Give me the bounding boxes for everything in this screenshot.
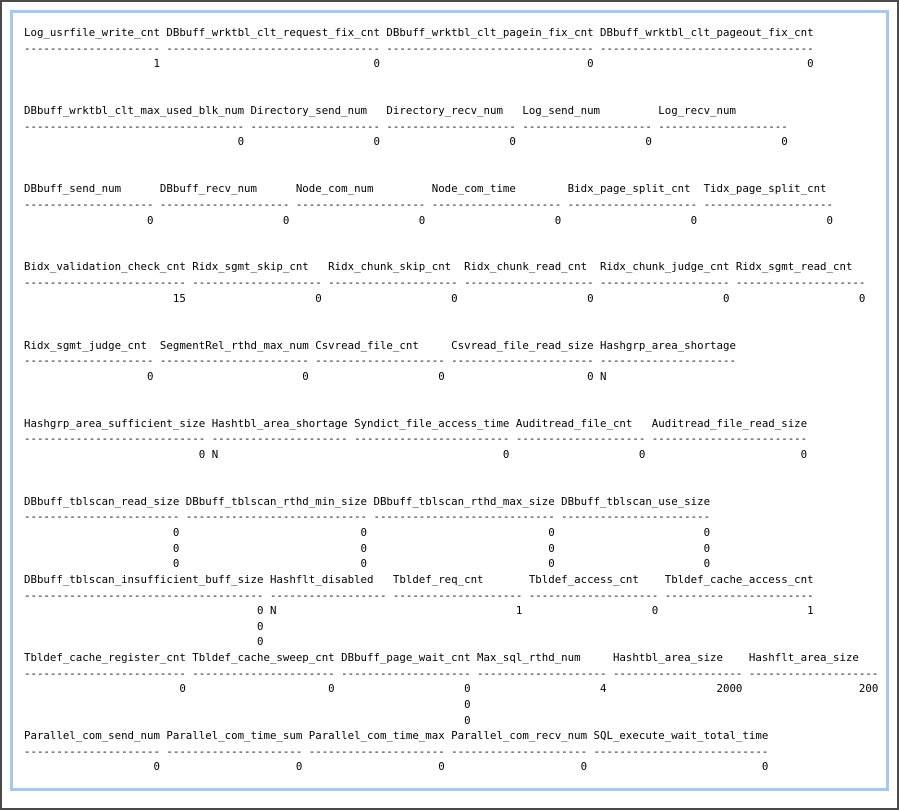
stats-panel: Log_usrfile_write_cnt DBbuff_wrktbl_clt_… [10, 10, 889, 791]
values-line: 0 [24, 619, 264, 633]
blank-line [24, 322, 878, 338]
values-line: 0 0 0 0 [24, 557, 711, 571]
blank-line [24, 384, 878, 400]
values-line: 0 0 0 0 N [24, 369, 607, 383]
values-line: 0 N 1 0 1 [24, 604, 814, 618]
column-headers-line: Hashgrp_area_sufficient_size Hashtbl_are… [24, 416, 808, 430]
blank-line [24, 463, 878, 479]
values-line: 15 0 0 0 0 0 [24, 291, 866, 305]
blank-line [24, 478, 878, 494]
column-headers-line: DBbuff_tblscan_read_size DBbuff_tblscan_… [24, 494, 711, 508]
values-line: 1 0 0 0 [24, 57, 814, 71]
column-headers-line: DBbuff_wrktbl_clt_max_used_blk_num Direc… [24, 104, 736, 118]
values-line: 0 [24, 713, 471, 727]
blank-line [24, 72, 878, 88]
column-headers-line: Parallel_com_send_num Parallel_com_time_… [24, 729, 769, 743]
separator-line: ------------------------- --------------… [24, 276, 866, 289]
blank-line [24, 150, 878, 166]
column-headers-line: Bidx_validation_check_cnt Ridx_sgmt_skip… [24, 260, 853, 274]
column-headers-line: Tbldef_cache_register_cnt Tbldef_cache_s… [24, 651, 859, 664]
blank-line [24, 166, 878, 182]
separator-line: --------------------- ------------------… [24, 744, 769, 758]
blank-line [24, 244, 878, 260]
separator-line: ------------------------- --------------… [24, 666, 879, 680]
values-line: 0 0 0 0 0 [24, 135, 788, 149]
blank-line [24, 306, 878, 322]
blank-line [24, 400, 878, 416]
separator-line: -------------------- -------------------… [24, 354, 736, 368]
values-line: 0 [24, 697, 471, 711]
values-line: 0 N 0 0 0 [24, 447, 808, 461]
values-line: 0 [24, 635, 264, 649]
separator-line: ---------------------------- -----------… [24, 432, 808, 446]
column-headers-line: Log_usrfile_write_cnt DBbuff_wrktbl_clt_… [24, 26, 814, 39]
separator-line: ------------------------------------- --… [24, 588, 814, 602]
separator-line: ---------------------------------- -----… [24, 119, 788, 133]
separator-line: --------------------- ------------------… [24, 41, 814, 55]
column-headers-line: Ridx_sgmt_judge_cnt SegmentRel_rthd_max_… [24, 338, 736, 352]
values-line: 0 0 0 0 0 [24, 760, 769, 774]
column-headers-line: DBbuff_tblscan_insufficient_buff_size Ha… [24, 572, 814, 586]
separator-line: -------------------- -------------------… [24, 197, 834, 211]
column-headers-line: DBbuff_send_num DBbuff_recv_num Node_com… [24, 182, 827, 196]
values-line: 0 0 0 0 0 0 [24, 213, 834, 227]
separator-line: ------------------------ ---------------… [24, 510, 711, 524]
values-line: 0 0 0 4 2000 200 [24, 682, 879, 696]
values-line: 0 0 0 0 [24, 541, 711, 555]
values-line: 0 0 0 0 [24, 526, 711, 539]
blank-line [24, 88, 878, 104]
blank-line [24, 228, 878, 244]
stats-output: Log_usrfile_write_cnt DBbuff_wrktbl_clt_… [24, 25, 878, 775]
